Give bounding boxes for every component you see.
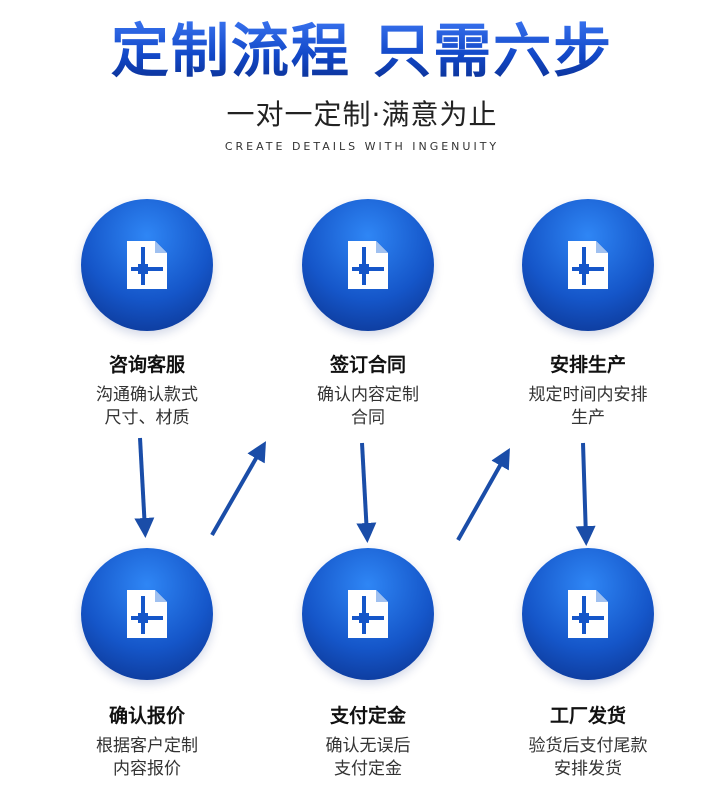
document-icon <box>568 590 608 638</box>
step-3-title: 安排生产 <box>549 354 626 376</box>
document-icon <box>348 590 388 638</box>
step-1-description: 沟通确认款式 尺寸、材质 <box>96 385 198 428</box>
step-1-title: 咨询客服 <box>108 354 185 376</box>
step-4-description: 根据客户定制 内容报价 <box>96 736 198 779</box>
step-4-title: 确认报价 <box>108 705 185 727</box>
step-6-description: 验货后支付尾款 安排发货 <box>528 736 648 779</box>
document-icon <box>568 241 608 289</box>
page-subtitle-english: CREATE DETAILS WITH INGENUITY <box>224 140 500 153</box>
step-3-circle <box>522 199 654 331</box>
arrow-down-1 <box>134 437 155 538</box>
document-icon <box>127 590 167 638</box>
step-6-title: 工厂发货 <box>549 705 626 727</box>
arrow-down-3 <box>575 442 596 546</box>
step-6-circle <box>522 548 654 680</box>
step-2-description: 确认内容定制 合同 <box>317 385 419 428</box>
page-subtitle: 一对一定制·满意为止 <box>226 98 498 131</box>
step-5-description: 确认无误后 支付定金 <box>325 736 411 779</box>
step-1-circle <box>81 199 213 331</box>
document-icon <box>127 241 167 289</box>
step-4-circle <box>81 548 213 680</box>
arrow-up-2 <box>456 448 510 541</box>
step-5-circle <box>302 548 434 680</box>
step-3-description: 规定时间内安排 生产 <box>528 385 648 428</box>
step-2-title: 签订合同 <box>329 354 406 376</box>
step-2-circle <box>302 199 434 331</box>
step-5-title: 支付定金 <box>329 705 406 727</box>
arrow-up-1 <box>210 441 266 536</box>
arrow-down-2 <box>356 442 377 543</box>
document-icon <box>348 241 388 289</box>
page-title: 定制流程 只需六步 <box>0 18 724 85</box>
